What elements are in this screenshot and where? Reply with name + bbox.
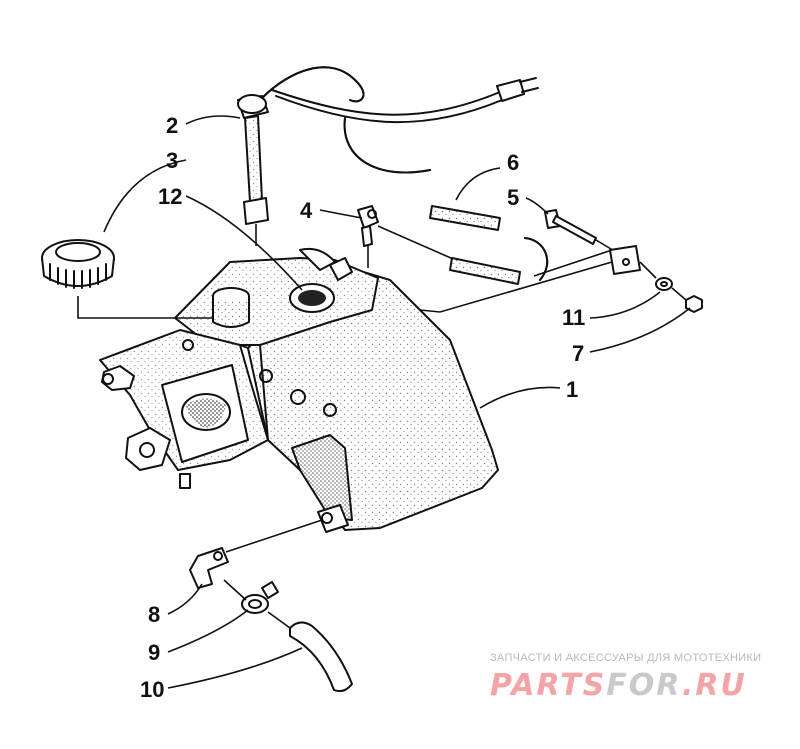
callout-9: 9 (148, 640, 160, 665)
callout-2: 2 (166, 113, 178, 138)
watermark-logo-parts: PARTS (490, 668, 606, 703)
callout-6: 6 (507, 150, 519, 175)
callout-11: 11 (562, 305, 585, 330)
callout-3: 3 (166, 148, 178, 173)
vent-fitting (357, 205, 461, 268)
watermark-logo-for: FOR (606, 668, 682, 703)
watermark: ЗАПЧАСТИ И АКСЕССУАРЫ ДЛЯ МОТОТЕХНИКИ PA… (490, 652, 761, 703)
fuel-tank (99, 247, 499, 533)
leader-lines (103, 115, 691, 689)
callout-1: 1 (566, 377, 578, 402)
callout-8: 8 (148, 602, 160, 627)
fuel-hose (289, 621, 353, 693)
mount-bracket (609, 245, 641, 275)
callout-4: 4 (300, 198, 313, 223)
callout-12: 12 (158, 184, 182, 209)
washer (655, 277, 673, 291)
watermark-tagline: ЗАПЧАСТИ И АКСЕССУАРЫ ДЛЯ МОТОТЕХНИКИ (490, 652, 761, 664)
sending-unit (237, 66, 539, 246)
elbow-fitting (189, 547, 229, 589)
callout-7: 7 (572, 341, 584, 366)
hose-clamp (241, 581, 279, 614)
vent-tube (429, 205, 549, 285)
vent-hose (343, 117, 431, 174)
filler-cap (41, 239, 115, 289)
callout-5: 5 (507, 185, 519, 210)
callout-10: 10 (140, 677, 164, 702)
watermark-logo: PARTSFOR.RU (490, 668, 747, 703)
bolt (544, 209, 617, 253)
watermark-logo-tld: .RU (682, 668, 747, 703)
